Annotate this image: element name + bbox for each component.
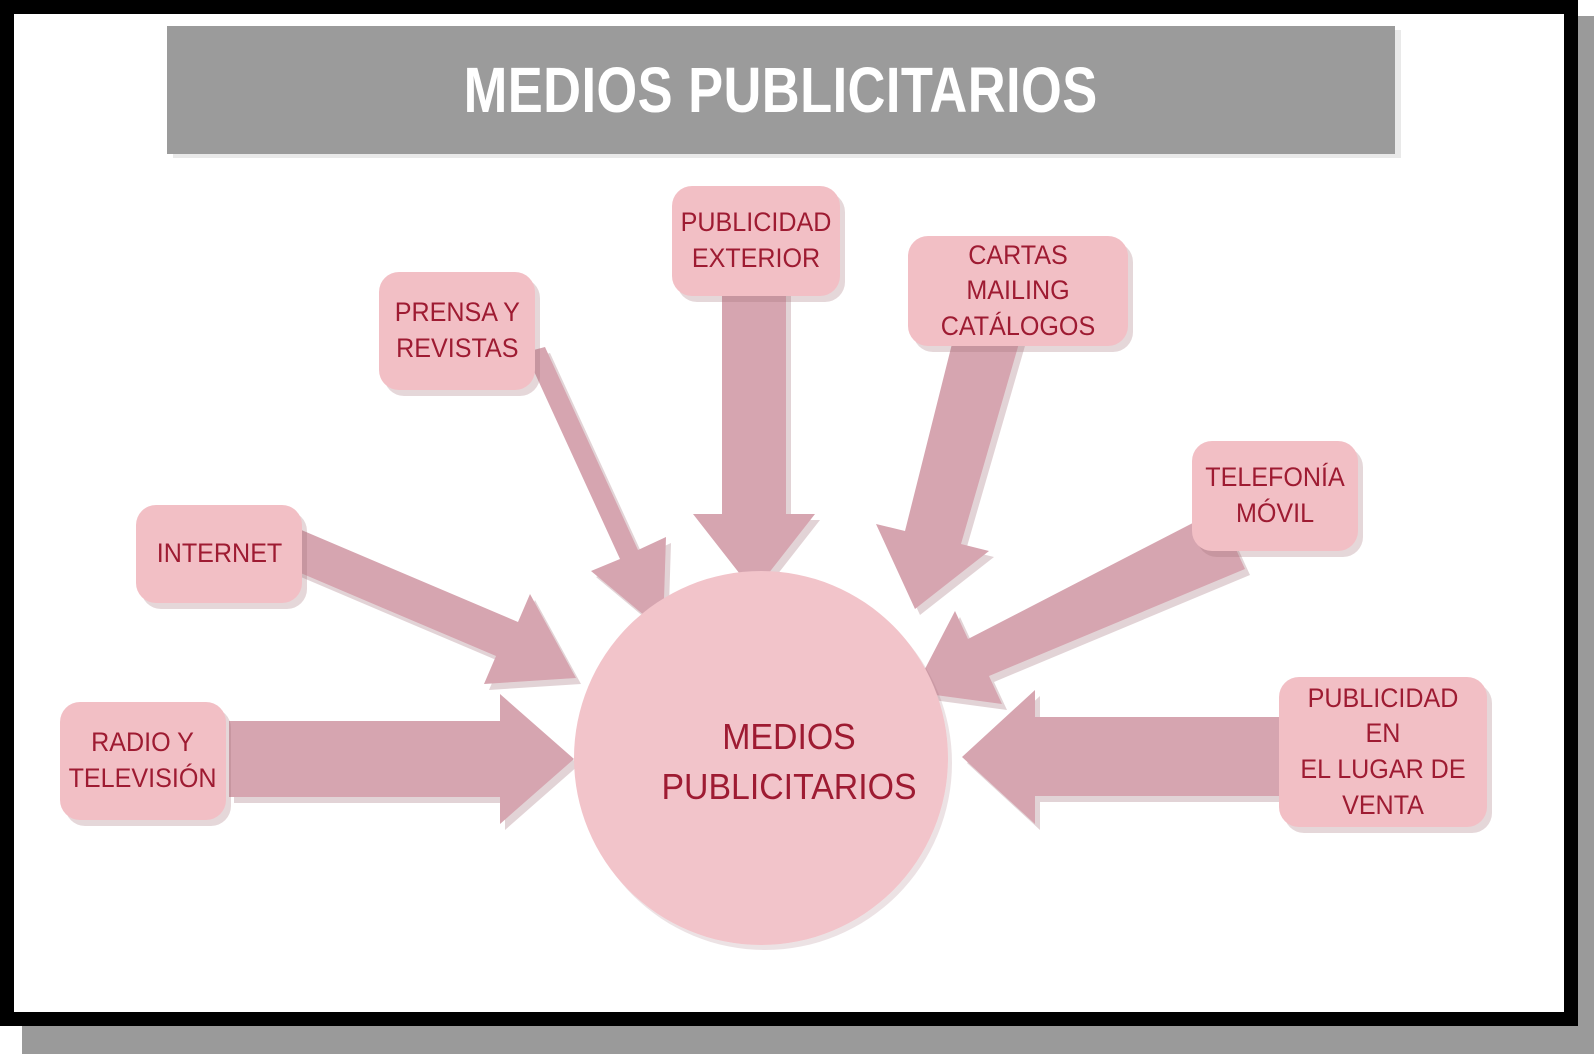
node-prensa-y-revistas[interactable]: PRENSA Y REVISTAS <box>379 272 535 390</box>
node-prensa-y-revistas-line2: REVISTAS <box>395 333 519 363</box>
slide-page: MEDIOS PUBLICITARIOS <box>14 14 1564 1012</box>
node-prensa-y-revistas-line1: PRENSA Y <box>394 297 520 328</box>
arrow-prensa-y-revistas <box>477 347 666 631</box>
node-telefonia-movil[interactable]: TELEFONÍA MÓVIL <box>1192 441 1358 551</box>
node-telefonia-movil-line1: TELEFONÍA <box>1205 462 1345 493</box>
node-publicidad-en-el-lugar-de-venta-line2: EL LUGAR DE <box>1300 754 1466 784</box>
node-cartas-mailing-catalogos-line1: CARTAS MAILING <box>966 239 1070 306</box>
node-cartas-mailing-catalogos[interactable]: CARTAS MAILING CATÁLOGOS <box>908 236 1128 346</box>
node-publicidad-en-el-lugar-de-venta-line3: VENTA <box>1342 789 1424 820</box>
node-publicidad-en-el-lugar-de-venta-line1: PUBLICIDAD EN <box>1307 682 1459 749</box>
node-internet-line1: INTERNET <box>156 538 282 569</box>
node-cartas-mailing-catalogos-line2: CATÁLOGOS <box>940 310 1096 341</box>
title-bar: MEDIOS PUBLICITARIOS <box>167 26 1395 154</box>
hub-circle <box>574 571 948 945</box>
arrow-publicidad-en-el-lugar-de-venta <box>962 690 1302 824</box>
node-publicidad-exterior-line1: PUBLICIDAD <box>680 207 832 238</box>
node-internet[interactable]: INTERNET <box>136 505 302 603</box>
radial-diagram: MEDIOS PUBLICITARIOS PRENSA Y REVISTAS P… <box>14 14 1564 1012</box>
node-radio-y-television-line2: TELEVISIÓN <box>69 763 217 793</box>
arrow-telefonia-movil <box>913 510 1245 704</box>
arrow-publicidad-exterior <box>693 282 815 592</box>
page-title: MEDIOS PUBLICITARIOS <box>463 54 1099 126</box>
node-radio-y-television-line1: RADIO Y <box>91 727 195 758</box>
node-publicidad-en-el-lugar-de-venta[interactable]: PUBLICIDAD EN EL LUGAR DE VENTA <box>1279 677 1487 827</box>
arrow-internet <box>270 526 576 684</box>
node-publicidad-exterior[interactable]: PUBLICIDAD EXTERIOR <box>672 186 840 296</box>
arrow-cartas-mailing-catalogos <box>876 312 1024 609</box>
node-publicidad-exterior-line2: EXTERIOR <box>691 243 821 273</box>
node-telefonia-movil-line2: MÓVIL <box>1235 498 1315 528</box>
node-radio-y-television[interactable]: RADIO Y TELEVISIÓN <box>60 702 226 820</box>
arrow-radio-y-television <box>229 694 574 824</box>
